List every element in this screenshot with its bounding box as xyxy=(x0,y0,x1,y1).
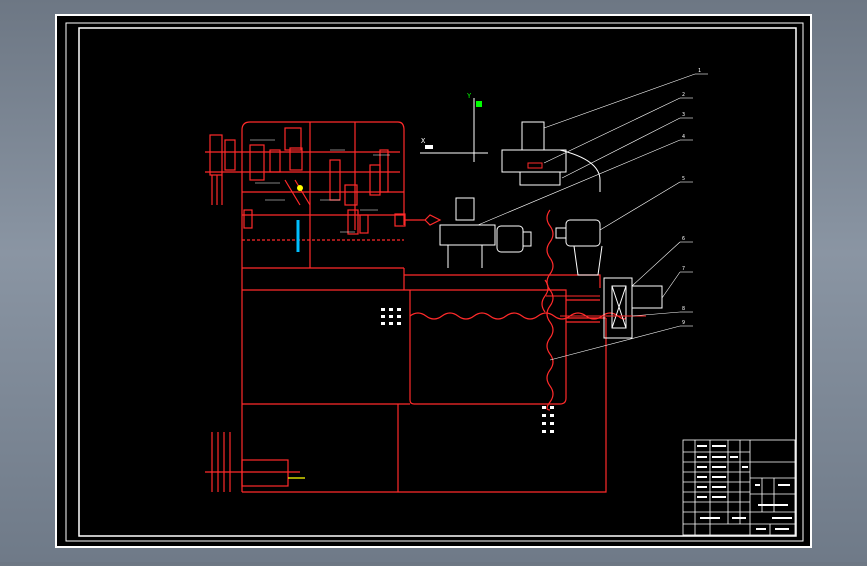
yellow-marker xyxy=(297,185,303,191)
gearbox-annotations xyxy=(250,139,390,233)
ucs-x-label: X xyxy=(421,137,426,145)
machine-body xyxy=(241,209,627,493)
drawing-border xyxy=(78,27,797,537)
callout-7: 7 xyxy=(682,266,685,272)
leader-lines xyxy=(477,73,708,361)
screw-bearings xyxy=(381,308,554,433)
callout-4: 4 xyxy=(682,134,685,140)
spindle-red-details xyxy=(527,162,646,317)
ucs-y-label: Y xyxy=(467,92,472,100)
lower-motor xyxy=(205,432,305,492)
callout-numbers: 1 2 3 4 5 6 7 8 9 xyxy=(682,68,701,326)
callout-9: 9 xyxy=(682,320,685,326)
title-block xyxy=(682,439,796,536)
spindle-parts xyxy=(439,121,663,339)
title-block-text-marks xyxy=(697,445,792,530)
callout-2: 2 xyxy=(682,92,685,98)
callout-3: 3 xyxy=(682,112,685,118)
callout-1: 1 xyxy=(698,68,701,74)
callout-8: 8 xyxy=(682,306,685,312)
outer-frame xyxy=(55,14,812,548)
gearbox-assembly xyxy=(205,121,442,269)
callout-5: 5 xyxy=(682,176,685,182)
ucs-icon: Y X xyxy=(420,92,488,162)
callout-6: 6 xyxy=(682,236,685,242)
middle-frame xyxy=(65,22,804,542)
